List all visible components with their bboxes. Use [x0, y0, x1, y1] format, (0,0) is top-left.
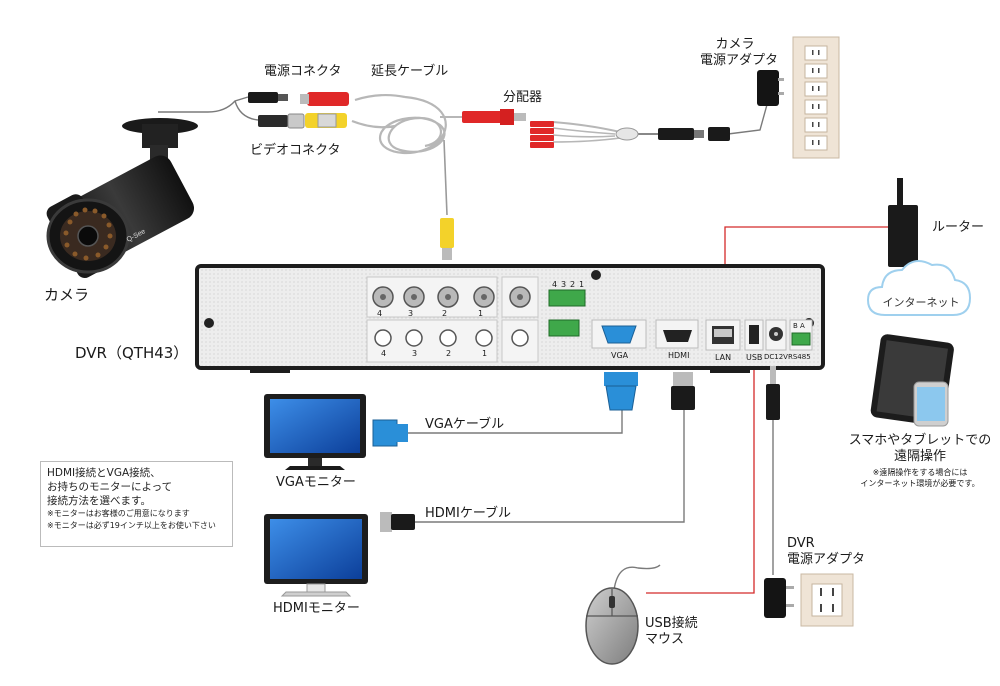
dvr-adapter-graphic — [764, 578, 794, 618]
router-label: ルーター — [932, 220, 985, 235]
note-footnote-1: ※モニターはお客様のご用意になります — [47, 509, 190, 518]
alarm-number-1: 1 — [579, 280, 585, 289]
remote-label-line1: スマホやタブレットでの — [848, 433, 992, 448]
mouse-label-line2: マウス — [645, 632, 685, 647]
extension-to-dvr-cable — [443, 139, 448, 216]
video-in-number-3: 3 — [408, 309, 414, 318]
vga-plug-left — [372, 419, 408, 447]
adapter-plug-2 — [708, 127, 730, 141]
splitter-branch-cable-2 — [552, 127, 621, 143]
rs485-pins: B A — [793, 322, 805, 330]
connection-note-box: HDMI接続とVGA接続、 お持ちのモニターによって 接続方法を選べます。 ※モ… — [40, 461, 233, 547]
remote-label-line2: 遠隔操作 — [893, 449, 946, 464]
camera-adapter-label-line1: カメラ — [715, 37, 755, 52]
wall-outlet-top — [792, 36, 840, 159]
port-label-rs485: RS485 — [788, 353, 811, 361]
camera-adapter-label-line2: 電源アダプタ — [700, 53, 779, 68]
port-label-hdmi: HDMI — [668, 351, 690, 360]
note-line-1: HDMI接続とVGA接続、 — [47, 467, 161, 479]
adapter-plug-1 — [658, 128, 694, 140]
hdmi-monitor-graphic — [264, 514, 368, 597]
bnc-plug-silver — [258, 115, 288, 127]
video-in-number-1: 1 — [478, 309, 484, 318]
usb-to-mouse-line — [646, 366, 755, 594]
audio-in-number-2: 2 — [446, 349, 452, 358]
dvr-bnc-yellow — [440, 218, 454, 248]
port-label-usb: USB — [746, 353, 763, 362]
alarm-number-2: 2 — [570, 280, 576, 289]
remote-note-line1: ※遠隔操作をする場合には — [872, 468, 968, 477]
dvr-body — [195, 264, 825, 373]
splitter-branch-cable — [552, 121, 621, 133]
hdmi-cable-label: HDMIケーブル — [425, 506, 512, 521]
port-label-vga: VGA — [611, 351, 629, 360]
extension-coil-cable — [351, 93, 447, 154]
dvr-dc-plug — [766, 366, 780, 420]
port-label-lan: LAN — [715, 353, 732, 362]
mouse-label-line1: USB接続 — [645, 616, 698, 631]
router-graphic — [888, 178, 918, 267]
vga-monitor-label: VGAモニター — [276, 475, 356, 490]
port-label-dc: DC12V — [764, 353, 788, 361]
splitter-input — [462, 111, 502, 123]
camera-power-adapter — [757, 70, 779, 106]
alarm-number-3: 3 — [561, 280, 567, 289]
video-in-number-2: 2 — [442, 309, 448, 318]
audio-in-number-4: 4 — [381, 349, 387, 358]
remote-note-line2: インターネット環境が必要です。 — [860, 479, 980, 488]
power-connector-label: 電源コネクタ — [264, 64, 342, 79]
camera-lead-cable-2 — [234, 100, 259, 121]
mouse-graphic — [585, 587, 639, 665]
dvr-adapter-label-line1: DVR — [787, 536, 815, 551]
video-in-number-4: 4 — [377, 309, 383, 318]
vga-cable-line — [408, 410, 623, 434]
wall-outlet-bottom — [800, 573, 854, 627]
connectors — [248, 70, 784, 260]
splitter-outputs — [530, 121, 554, 148]
vga-monitor-graphic — [264, 394, 366, 470]
tablet-graphic — [870, 334, 954, 427]
camera-graphic — [46, 118, 198, 279]
vga-plug-lower — [604, 372, 638, 411]
hdmi-cable-line — [415, 410, 685, 523]
splitter-junction — [615, 127, 639, 141]
cloud-graphic — [866, 260, 972, 316]
vga-cable-label: VGAケーブル — [425, 417, 505, 432]
camera-label: カメラ — [44, 286, 90, 304]
dvr-model-label: DVR（QTH43） — [75, 344, 189, 362]
camera-lead-cable — [158, 96, 249, 113]
adapter-plug-cable — [727, 100, 769, 135]
note-line-2: お持ちのモニターによって — [47, 481, 173, 493]
video-connector-label: ビデオコネクタ — [250, 143, 341, 158]
note-footnote-2: ※モニターは必ず19インチ以上をお使い下さい — [47, 521, 216, 530]
splitter-label: 分配器 — [503, 90, 543, 105]
hdmi-monitor-label: HDMIモニター — [273, 601, 360, 616]
dvr-adapter-label-line2: 電源アダプタ — [787, 552, 866, 567]
note-line-3: 接続方法を選べます。 — [47, 495, 151, 507]
internet-label: インターネット — [882, 296, 960, 309]
power-plug-black — [248, 92, 278, 103]
audio-in-number-1: 1 — [482, 349, 488, 358]
mouse-cable — [613, 564, 661, 591]
extension-cable-label: 延長ケーブル — [371, 64, 449, 79]
ext-red-head — [307, 92, 349, 106]
cables — [158, 93, 774, 591]
hdmi-plug-left — [380, 512, 415, 532]
audio-in-number-3: 3 — [412, 349, 418, 358]
hdmi-plug-lower — [671, 372, 695, 410]
alarm-number-4: 4 — [552, 280, 558, 289]
